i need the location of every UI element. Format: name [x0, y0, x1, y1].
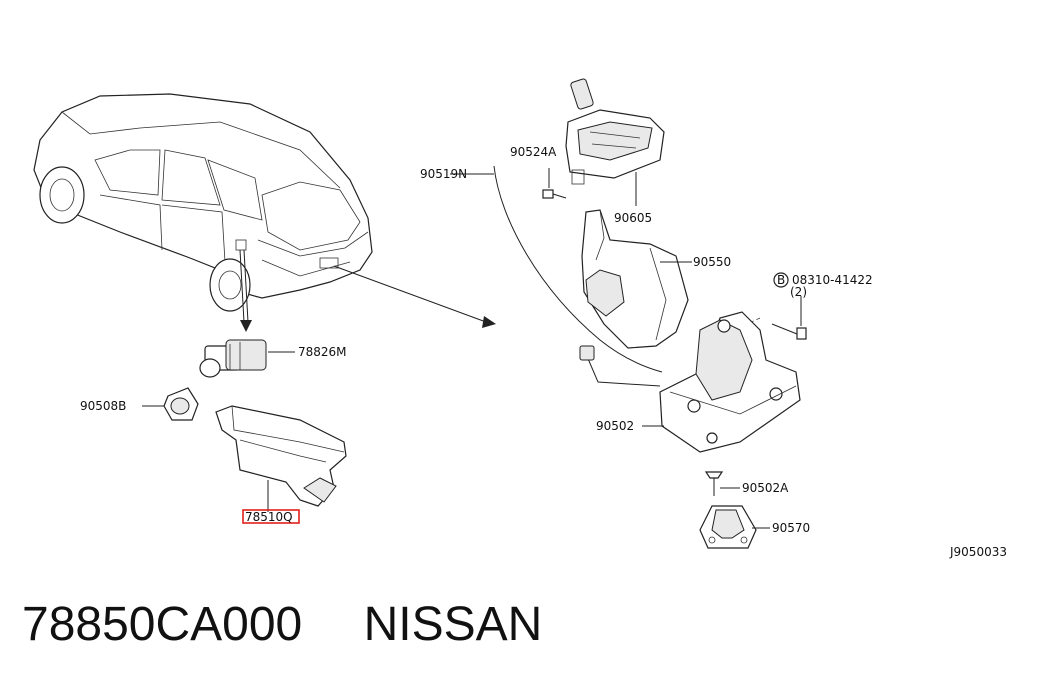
part-90524A[interactable]: [542, 168, 567, 199]
part-number: 78850CA000: [22, 598, 303, 651]
part-90508B[interactable]: [142, 387, 199, 421]
vehicle-illustration: [33, 93, 496, 332]
diagram-id: J9050033: [949, 545, 1007, 559]
label-08310-41422: 08310-41422: [792, 273, 873, 287]
bolt-marker-B: B: [777, 273, 785, 287]
part-90605[interactable]: [565, 109, 665, 206]
part-78510Q[interactable]: [215, 405, 347, 512]
label-90570: 90570: [772, 521, 810, 535]
part-78826M[interactable]: [199, 339, 295, 378]
brand-name: NISSAN: [363, 598, 543, 651]
label-90502: 90502: [596, 419, 634, 433]
label-90550: 90550: [693, 255, 731, 269]
highlight-box-78510Q: [242, 509, 300, 524]
part-90570[interactable]: [699, 505, 770, 549]
parts-diagram: 78826M 90508B 78510Q 90519N 90605: [33, 51, 1007, 559]
label-78510Q: 78510Q: [245, 510, 293, 524]
label-90605: 90605: [614, 211, 652, 225]
part-90502A[interactable]: [704, 471, 740, 496]
part-90502[interactable]: [579, 311, 801, 453]
label-90502A: 90502A: [742, 481, 789, 495]
part-90550[interactable]: [581, 209, 692, 349]
label-90508B: 90508B: [80, 399, 126, 413]
label-78826M: 78826M: [298, 345, 347, 359]
footer: 78850CA000 NISSAN: [22, 597, 542, 667]
label-08310-qty: (2): [790, 285, 807, 299]
label-90524A: 90524A: [510, 145, 557, 159]
label-90519N: 90519N: [420, 167, 467, 181]
